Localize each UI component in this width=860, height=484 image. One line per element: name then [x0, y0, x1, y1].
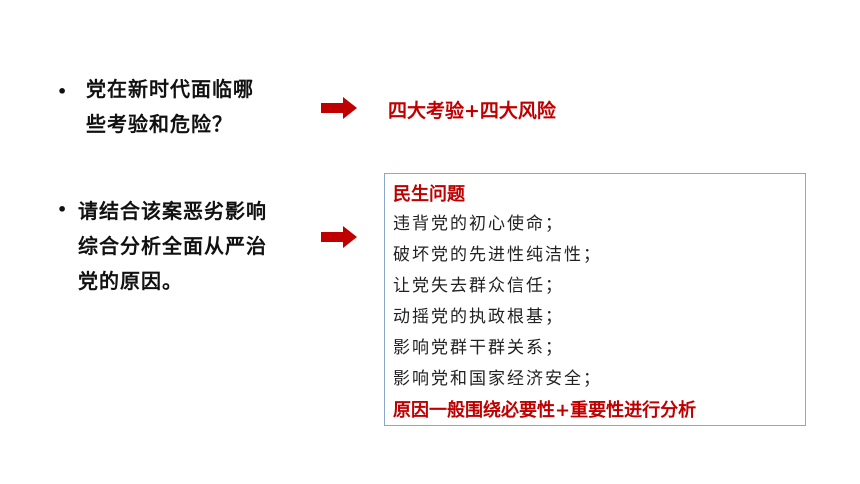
list-item: 影响党和国家经济安全； — [393, 369, 602, 389]
reason-list: 违背党的初心使命； 破坏党的先进性纯洁性； 让党失去群众信任； 动摇党的执政根基… — [393, 209, 602, 395]
answer-box: 民生问题 违背党的初心使命； 破坏党的先进性纯洁性； 让党失去群众信任； 动摇党… — [384, 173, 806, 426]
right-arrow-icon — [321, 226, 357, 248]
list-item: 影响党群干群关系； — [393, 338, 564, 358]
list-item: 破坏党的先进性纯洁性； — [393, 245, 602, 265]
list-item: 动摇党的执政根基； — [393, 307, 564, 327]
box-title: 民生问题 — [393, 184, 465, 205]
question-2-text: 请结合该案恶劣影响 综合分析全面从严治 党的原因。 — [78, 199, 267, 293]
list-item: 让党失去群众信任； — [393, 276, 564, 296]
bullet-2: • — [57, 200, 68, 219]
right-arrow-icon — [321, 97, 357, 119]
question-1-text: 党在新时代面临哪 些考验和危险？ — [86, 77, 254, 136]
list-item: 违背党的初心使命； — [393, 214, 564, 234]
answer-1-text: 四大考验+四大风险 — [388, 100, 556, 122]
bullet-1: • — [57, 82, 68, 101]
box-footer: 原因一般围绕必要性+重要性进行分析 — [393, 400, 697, 421]
